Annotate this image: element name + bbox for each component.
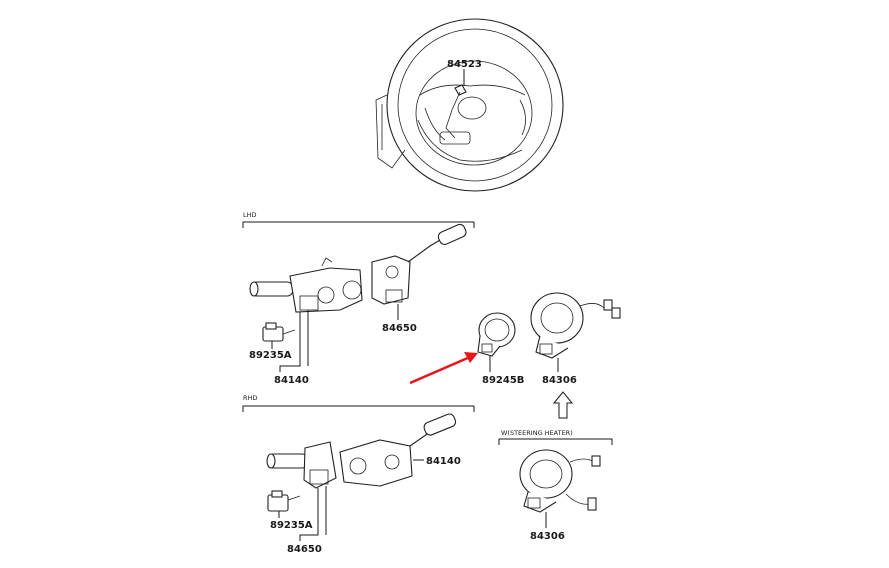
part-label-heater-84306: 84306 (530, 531, 565, 542)
part-label-84306: 84306 (542, 375, 577, 386)
sensor-drawing (477, 312, 516, 372)
lhd-combination-switch-drawing (249, 223, 467, 342)
part-label-lhd-84140: 84140 (274, 375, 309, 386)
up-arrow (552, 391, 574, 419)
part-label-89245b: 89245B (482, 375, 524, 386)
heater-spiral-cable-drawing (519, 449, 601, 528)
lhd-bracket-line (242, 221, 475, 228)
section-label-steering-heater: W(STEERING HEATER) (501, 429, 573, 437)
part-label-rhd-84140: 84140 (426, 456, 461, 467)
spiral-cable-drawing (530, 292, 621, 372)
section-label-rhd: RHD (243, 394, 257, 402)
part-label-rhd-89235a: 89235A (270, 520, 313, 531)
rhd-bracket-line (242, 405, 475, 412)
part-label-84523: 84523 (447, 59, 482, 70)
rhd-combination-switch-drawing (266, 413, 457, 512)
steering-wheel-drawing (375, 18, 564, 192)
part-label-lhd-84650: 84650 (382, 323, 417, 334)
highlight-arrow (409, 352, 478, 385)
heater-bracket-line (498, 438, 613, 445)
section-label-lhd: LHD (243, 211, 257, 219)
part-label-lhd-89235a: 89235A (249, 350, 292, 361)
part-label-rhd-84650: 84650 (287, 544, 322, 555)
